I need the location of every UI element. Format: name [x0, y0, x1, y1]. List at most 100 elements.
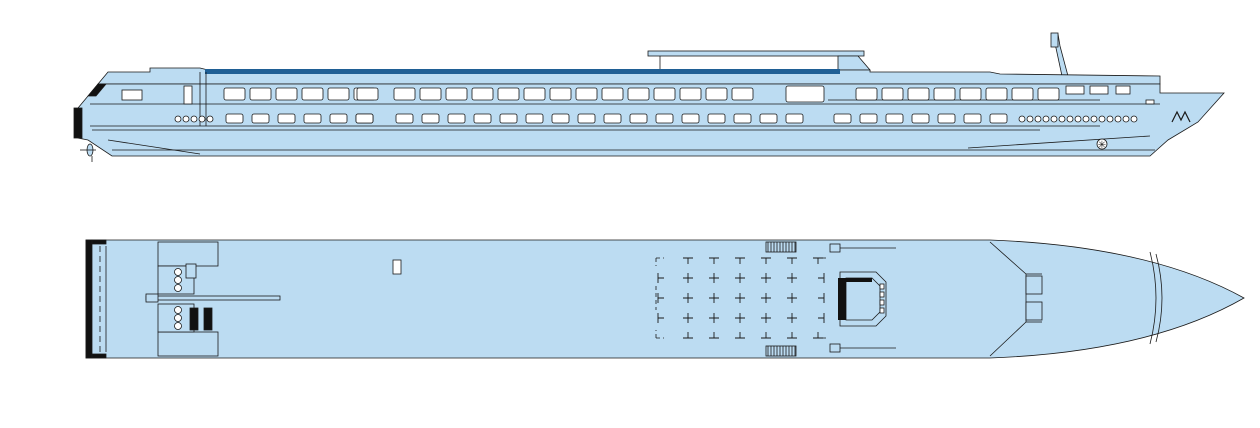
deck-chair-mark [735, 313, 745, 323]
lower-cabin-window [251, 113, 270, 124]
forward-hatch [1025, 275, 1043, 295]
upper-cabin-window [933, 87, 956, 101]
porthole [1098, 115, 1106, 123]
lower-cabin-window [989, 113, 1008, 124]
bridge-window [1089, 85, 1109, 95]
upper-cabin-window [881, 87, 904, 101]
porthole [1034, 115, 1042, 123]
aft-hatch [157, 331, 219, 357]
upper-cabin-window [356, 87, 379, 101]
lower-cabin-window [603, 113, 622, 124]
upper-cabin-window [445, 87, 468, 101]
aft-boom-base [145, 293, 159, 303]
bow-thruster [1096, 138, 1108, 150]
upper-cabin-window [1037, 87, 1060, 101]
porthole [1122, 115, 1130, 123]
deck-chair-mark [735, 257, 745, 264]
aft-vent [185, 263, 197, 279]
upper-cabin-window [601, 87, 624, 101]
lower-cabin-window [911, 113, 930, 124]
lower-cabin-window [329, 113, 348, 124]
lower-cabin-window [785, 113, 804, 124]
porthole [1074, 115, 1082, 123]
lower-cabin-window [859, 113, 878, 124]
deck-chair-mark [761, 313, 771, 323]
roof-accent-stripe [205, 69, 840, 74]
lower-cabin-window [681, 113, 700, 124]
vent-circle [174, 284, 182, 292]
lower-cabin-window [707, 113, 726, 124]
deck-chair-mark [735, 293, 745, 303]
side-elevation-view: ✳ [73, 32, 1225, 162]
upper-cabin-window [907, 87, 930, 101]
deck-chair-mark [761, 257, 771, 264]
upper-cabin-window [855, 87, 878, 101]
lower-cabin-window [355, 113, 374, 124]
deck-chair-mark [709, 273, 719, 283]
wheelhouse-window [879, 291, 885, 298]
lower-cabin-window [395, 113, 414, 124]
deck-plan-view [85, 239, 1245, 359]
lower-cabin-window [473, 113, 492, 124]
stern-rail [85, 239, 93, 359]
deck-chair-mark [761, 332, 771, 339]
deck-outline [85, 239, 1245, 359]
deck-chair-mark [709, 313, 719, 323]
upper-cabin-window [731, 87, 754, 101]
porthole [1042, 115, 1050, 123]
deck-chair-mark [735, 332, 745, 339]
lower-cabin-window [421, 113, 440, 124]
aft-hatch [157, 241, 219, 267]
stairway [765, 241, 797, 253]
deck-chair-mark [683, 273, 693, 283]
porthole [1026, 115, 1034, 123]
porthole [1058, 115, 1066, 123]
upper-cabin-window [627, 87, 650, 101]
porthole [1114, 115, 1122, 123]
lower-cabin-window [733, 113, 752, 124]
vent-circle [174, 276, 182, 284]
upper-cabin-window [275, 87, 298, 101]
exhaust-stack [189, 307, 199, 331]
sun-deck-canopy [647, 50, 865, 57]
bow-bulwark-line [989, 241, 1027, 357]
lower-cabin-window [833, 113, 852, 124]
deck-chair-mark [657, 313, 664, 323]
porthole [206, 115, 214, 123]
deck-chair-mark [787, 332, 797, 339]
upper-cabin-window [959, 87, 982, 101]
porthole [1050, 115, 1058, 123]
bow-logo [1171, 110, 1191, 123]
upper-cabin-window [653, 87, 676, 101]
stern-dark-edge [87, 83, 107, 97]
bow-inner-curve [1149, 251, 1157, 345]
lower-cabin-window [551, 113, 570, 124]
port-antenna [829, 343, 896, 353]
upper-cabin-window [523, 87, 546, 101]
exhaust-stack [203, 307, 213, 331]
upper-cabin-window [301, 87, 324, 101]
upper-cabin-window [223, 87, 246, 101]
starboard-antenna [829, 243, 896, 253]
deck-chair-mark [657, 293, 664, 303]
lower-cabin-window [963, 113, 982, 124]
lower-cabin-window [759, 113, 778, 124]
upper-cabin-window [249, 87, 272, 101]
deck-chair-mark [683, 293, 693, 303]
stairway [765, 345, 797, 357]
porthole [182, 115, 190, 123]
deck-chair-mark [761, 273, 771, 283]
deck-chair-mark [787, 313, 797, 323]
lower-cabin-window [277, 113, 296, 124]
deck-chair-mark [787, 257, 797, 264]
deck-chair-mark [818, 313, 825, 323]
deck-chair-mark [683, 313, 693, 323]
deck-chair-mark [709, 332, 719, 339]
lower-cabin-window [629, 113, 648, 124]
aft-door [183, 85, 193, 105]
porthole [198, 115, 206, 123]
deck-chair-mark [761, 293, 771, 303]
porthole [1106, 115, 1114, 123]
